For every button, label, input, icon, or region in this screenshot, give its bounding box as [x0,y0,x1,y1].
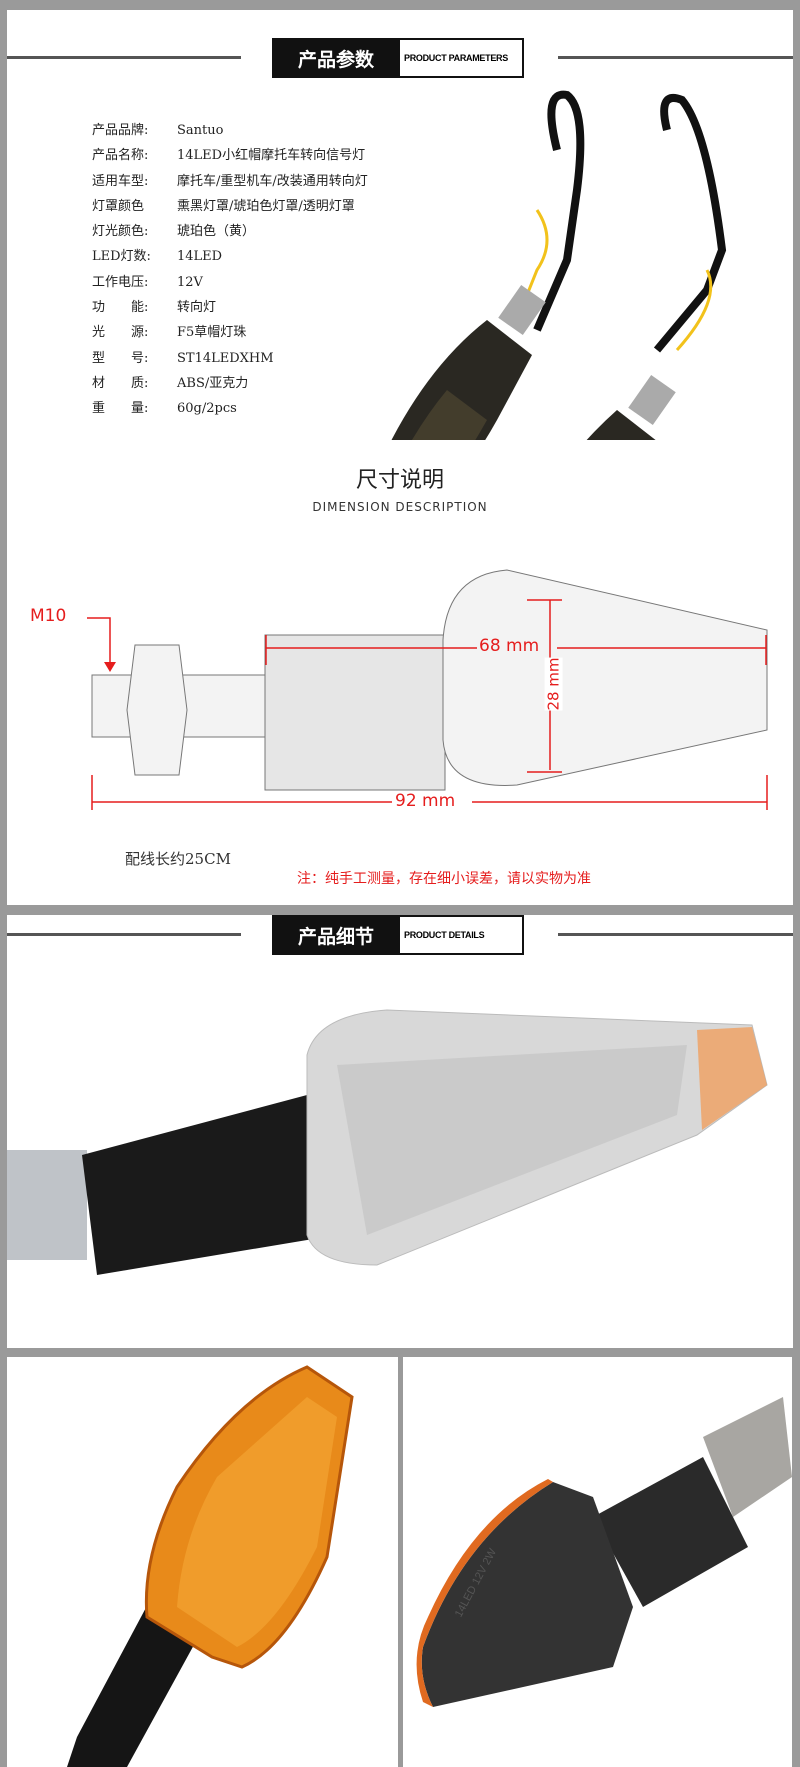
spec-value: ABS/亚克力 [177,375,249,391]
spec-key: 工作电压: [92,274,149,290]
measurement-disclaimer: 注：纯手工测量，存在细小误差，请以实物为准 [297,871,591,887]
spec-key: 适用车型: [92,173,149,189]
spec-row: 重 量: 60g/2pcs [92,396,368,421]
detail-photo-amber-lens [7,1357,398,1767]
spec-value: 转向灯 [177,300,217,316]
spec-value: 琥珀色（黄） [177,224,256,240]
product-details-panel: 产品细节 PRODUCT DETAILS [7,915,793,1348]
dim-lens-length: 68 mm [479,636,540,656]
spec-key: 灯罩颜色 [92,198,145,214]
spec-row: 产品品牌: Santuo [92,118,368,143]
divider [558,56,793,59]
spec-value: 摩托车/重型机车/改装通用转向灯 [177,173,368,189]
spec-key: LED灯数: [92,249,151,265]
section-title-cn: 产品参数 [272,38,400,78]
dimension-title-en: DIMENSION DESCRIPTION [312,500,488,514]
spec-row: 光 源: F5草帽灯珠 [92,320,368,345]
spec-key: 产品名称: [92,148,149,164]
spec-row: 工作电压: 12V [92,270,368,295]
spec-row: 灯罩颜色 熏黑灯罩/琥珀色灯罩/透明灯罩 [92,194,368,219]
section-header-details: 产品细节 PRODUCT DETAILS [7,915,793,956]
dimension-title-cn: 尺寸说明 [355,468,444,493]
divider [7,933,241,936]
spec-row: 灯光颜色: 琥珀色（黄） [92,219,368,244]
spec-value: 14LED [177,249,223,265]
spec-key: 功 能: [92,300,149,316]
spec-value: 12V [177,274,203,290]
spec-row: 功 能: 转向灯 [92,295,368,320]
spec-value: F5草帽灯珠 [177,325,247,341]
dim-total-length: 92 mm [395,791,456,811]
spec-key: 光 源: [92,325,149,341]
dim-width: 28 mm [544,657,563,711]
spec-key: 重 量: [92,401,149,417]
spec-key: 材 质: [92,375,149,391]
dimension-drawing [87,569,768,810]
detail-photo-clear-lens [7,1009,768,1275]
spec-row: 适用车型: 摩托车/重型机车/改装通用转向灯 [92,169,368,194]
section-header-parameters: 产品参数 PRODUCT PARAMETERS [7,35,793,79]
spec-value: 14LED小红帽摩托车转向信号灯 [177,148,366,164]
divider [558,933,793,936]
spec-row: 产品名称: 14LED小红帽摩托车转向信号灯 [92,143,368,168]
spec-key: 灯光颜色: [92,224,149,240]
section-title-en: PRODUCT DETAILS [400,915,524,955]
section-title-cn: 产品细节 [272,915,400,955]
spec-list: 产品品牌: Santuo 产品名称: 14LED小红帽摩托车转向信号灯适用车型: 摩托车… [92,118,368,422]
spec-value: ST14LEDXHM [177,350,274,366]
spec-key: 型 号: [92,350,149,366]
spec-row: 型 号: ST14LEDXHM [92,346,368,371]
spec-value: Santuo [177,123,224,138]
dim-thread: M10 [30,606,67,626]
spec-key: 产品品牌: [92,123,149,138]
spec-row: LED灯数: 14LED [92,244,368,269]
section-title-en: PRODUCT PARAMETERS [400,38,524,78]
spec-row: 材 质: ABS/亚克力 [92,371,368,396]
detail-photo-rear-housing: 14LED 12V 2W [403,1357,792,1767]
wire-length-note: 配线长约25CM [125,850,231,868]
dimension-panel: 尺寸说明 DIMENSION DESCRIPTION 68 mm 92 mm 2… [7,440,793,905]
spec-value: 熏黑灯罩/琥珀色灯罩/透明灯罩 [177,198,355,214]
divider [7,56,241,59]
spec-value: 60g/2pcs [177,401,237,417]
